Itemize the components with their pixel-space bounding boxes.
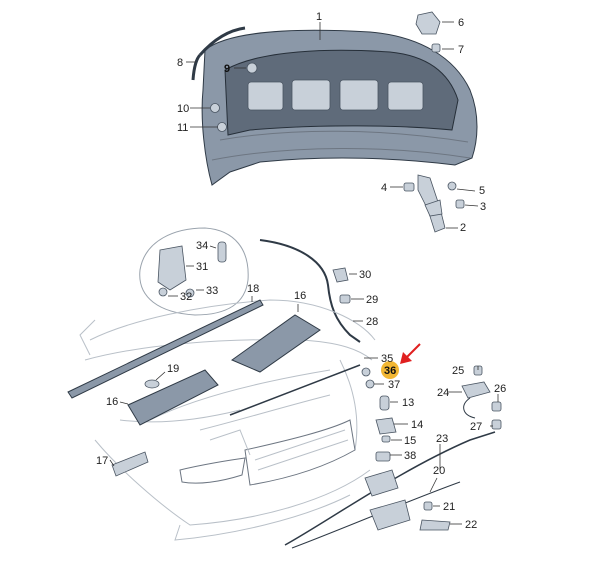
label-part-5: 5 bbox=[479, 185, 485, 197]
label-part-21: 21 bbox=[443, 501, 455, 513]
label-part-18: 18 bbox=[247, 283, 259, 295]
label-part-23: 23 bbox=[436, 433, 448, 445]
red-arrow-icon bbox=[400, 343, 421, 364]
label-part-38: 38 bbox=[404, 450, 416, 462]
cable-35 bbox=[229, 364, 361, 416]
part-14 bbox=[375, 417, 397, 435]
fastener-5 bbox=[447, 181, 457, 191]
label-part-32: 32 bbox=[180, 291, 192, 303]
hood-bumper-11 bbox=[217, 122, 227, 132]
label-part-15: 15 bbox=[404, 435, 416, 447]
fastener-4 bbox=[403, 182, 415, 192]
hood-latch-bracket-6 bbox=[415, 11, 441, 35]
label-part-10: 10 bbox=[177, 103, 189, 115]
label-part-26: 26 bbox=[494, 383, 506, 395]
label-part-11: 11 bbox=[177, 122, 188, 134]
hood-bumper-10 bbox=[210, 103, 220, 113]
label-part-7: 7 bbox=[458, 44, 464, 56]
label-part-16-left: 16 bbox=[106, 396, 118, 408]
clip-29 bbox=[339, 294, 351, 304]
lock-20 bbox=[364, 469, 411, 531]
label-part-37: 37 bbox=[388, 379, 400, 391]
label-part-17: 17 bbox=[96, 455, 108, 467]
label-part-33: 33 bbox=[206, 285, 218, 297]
label-part-24: 24 bbox=[437, 387, 449, 399]
part-13 bbox=[379, 395, 390, 411]
label-part-31: 31 bbox=[196, 261, 208, 273]
hood-hinge bbox=[417, 174, 446, 233]
label-part-20: 20 bbox=[433, 465, 445, 477]
label-part-6: 6 bbox=[458, 17, 464, 29]
label-part-16: 16 bbox=[294, 290, 306, 302]
label-part-9: 9 bbox=[224, 63, 230, 75]
part-24 bbox=[461, 381, 491, 419]
label-part-4: 4 bbox=[381, 182, 387, 194]
bracket-17 bbox=[111, 451, 149, 477]
inset-detail-circle bbox=[139, 227, 249, 316]
part-19 bbox=[144, 379, 160, 389]
cowl-panel-16-right bbox=[230, 314, 321, 373]
screw-7 bbox=[431, 43, 441, 53]
fastener-3 bbox=[455, 199, 465, 209]
part-15 bbox=[381, 435, 391, 443]
label-part-30: 30 bbox=[359, 269, 371, 281]
callout-labels: 1 2 3 4 5 6 7 8 9 10 11 13 14 15 16 16 1… bbox=[96, 11, 506, 531]
label-part-3: 3 bbox=[480, 201, 486, 213]
release-cable-28 bbox=[259, 239, 361, 343]
label-part-34: 34 bbox=[196, 240, 208, 252]
part-36-nut bbox=[361, 367, 371, 377]
label-part-28: 28 bbox=[366, 316, 378, 328]
label-part-8: 8 bbox=[177, 57, 183, 69]
part-26 bbox=[491, 401, 502, 412]
clip-30 bbox=[332, 267, 349, 283]
part-37 bbox=[365, 379, 375, 389]
car-front-body bbox=[79, 299, 376, 541]
hood-panel bbox=[191, 26, 478, 186]
label-part-2: 2 bbox=[460, 222, 466, 234]
screw-21 bbox=[423, 501, 433, 511]
leader-lines bbox=[109, 21, 499, 525]
label-part-27: 27 bbox=[470, 421, 482, 433]
label-part-29: 29 bbox=[366, 294, 378, 306]
label-part-35: 35 bbox=[381, 353, 393, 365]
label-part-22: 22 bbox=[465, 519, 477, 531]
part-27 bbox=[491, 419, 502, 430]
label-part-13: 13 bbox=[402, 397, 414, 409]
part-38 bbox=[375, 451, 391, 462]
label-part-1: 1 bbox=[316, 11, 322, 23]
label-part-14: 14 bbox=[411, 419, 423, 431]
label-part-36: 36 bbox=[384, 365, 396, 377]
label-part-25: 25 bbox=[452, 365, 464, 377]
seal-strip-18 bbox=[67, 299, 264, 399]
highlight-marker-36 bbox=[381, 361, 399, 379]
cowl-panel-16-left bbox=[127, 369, 219, 426]
handle-22 bbox=[419, 519, 451, 531]
label-part-19: 19 bbox=[167, 363, 179, 375]
hood-bumper-9 bbox=[246, 62, 258, 74]
